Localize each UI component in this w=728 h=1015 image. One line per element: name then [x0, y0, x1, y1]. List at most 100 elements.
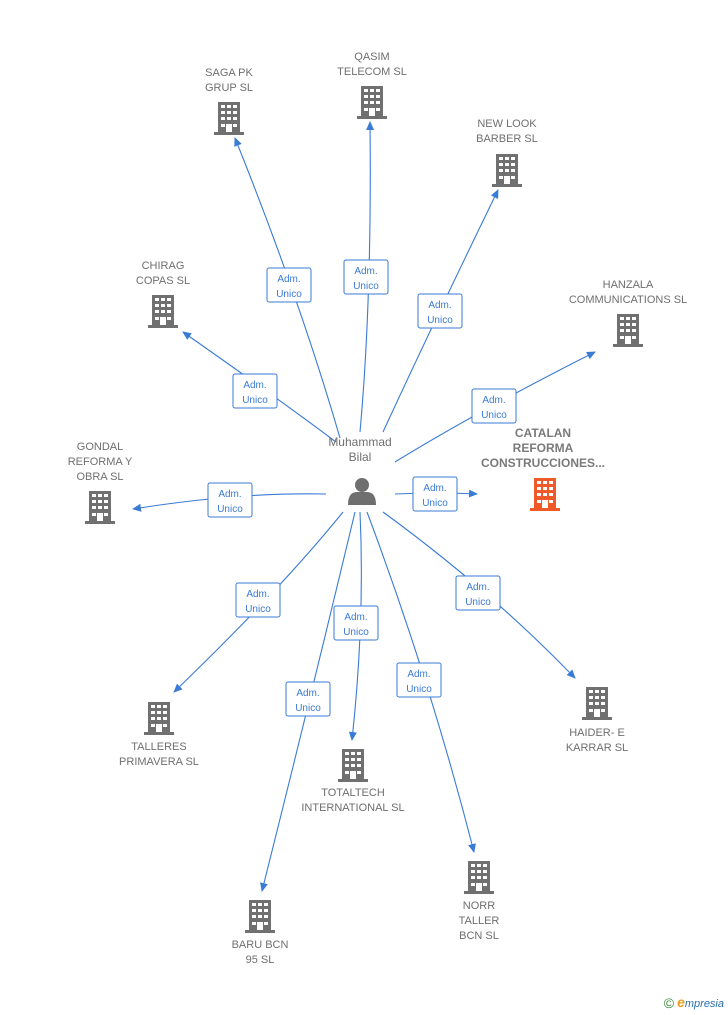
edge-role-label-box [333, 605, 379, 641]
edge-role-label-text: Adm. [407, 669, 430, 680]
building-icon-shape [464, 861, 494, 894]
company-name-line: PRIMAVERA SL [119, 756, 199, 768]
edge-role-label-box [235, 582, 281, 618]
edge-role-label-box [396, 662, 442, 698]
edge-role-label-text: Unico [427, 315, 453, 326]
building-icon[interactable] [492, 154, 522, 187]
edge-role-label-box [412, 476, 458, 512]
edge-role-label[interactable]: Adm. Unico [232, 373, 278, 409]
edge-role-label-text: Unico [422, 498, 448, 509]
company-name: GONDAL REFORMA Y OBRA SL [68, 441, 133, 483]
edge-role-label-text: Adm. [277, 274, 300, 285]
edge-role-label[interactable]: Adm.Unico [343, 259, 389, 295]
edge-role-label-text: Unico [217, 504, 243, 515]
edge-role-label-text: Unico [406, 684, 432, 695]
edge-role-label-text: Unico [295, 703, 321, 714]
company-name-line: TOTALTECH [321, 787, 385, 799]
edge-role-label-box [455, 575, 501, 611]
edge-role-label[interactable]: Adm.Unico [333, 605, 379, 641]
company-node-new-look-barber[interactable]: NEW LOOK BARBER SL [476, 118, 538, 145]
edge-role-label-box [343, 259, 389, 295]
edge-role-label-text: Unico [465, 597, 491, 608]
edge-role-label[interactable]: Adm. Unico [207, 482, 253, 518]
brand-name: mpresia [684, 998, 724, 1010]
edge-role-label-text: Adm. [246, 589, 269, 600]
building-icon-shape [582, 687, 612, 720]
company-name-line: NEW LOOK [477, 118, 537, 130]
company-name-line: BARBER SL [476, 133, 538, 145]
building-icon-highlight[interactable] [530, 478, 560, 511]
company-name-line: GONDAL [77, 441, 123, 453]
brand-initial: e [677, 994, 685, 1010]
edge-role-label[interactable]: Adm. Unico [455, 575, 501, 611]
building-icon[interactable] [214, 102, 244, 135]
empresia-watermark[interactable]: © empresia [664, 994, 724, 1011]
company-name-line: TELECOM SL [337, 66, 407, 78]
building-icon[interactable] [613, 314, 643, 347]
company-name-line: REFORMA Y [68, 456, 133, 468]
building-icon-shape [492, 154, 522, 187]
edge-role-label-text: Unico [343, 627, 369, 638]
building-icon-shape [85, 491, 115, 524]
building-icon[interactable] [85, 491, 115, 524]
edge-labels-layer: Adm.UnicoAdm.UnicoAdm.UnicoAdm.UnicoAdm.… [207, 259, 517, 717]
building-icon-shape [245, 900, 275, 933]
company-name-line: OBRA SL [76, 471, 123, 483]
edge-role-label[interactable]: Adm.Unico [417, 293, 463, 329]
building-icon[interactable] [357, 86, 387, 119]
building-icon[interactable] [582, 687, 612, 720]
edge-role-label-text: Adm. [243, 380, 266, 391]
company-node-gondal-reforma-y-obra[interactable]: GONDAL REFORMA Y OBRA SL [68, 441, 133, 483]
building-icon-shape [357, 86, 387, 119]
edge-role-label-text: Adm. [218, 489, 241, 500]
edge-role-label[interactable]: Adm.Unico [266, 267, 312, 303]
building-icon-shape [214, 102, 244, 135]
company-name-line: SAGA PK [205, 67, 253, 79]
edge-role-label-box [207, 482, 253, 518]
person-name-line: Muhammad [328, 435, 391, 449]
edge-role-label[interactable]: Adm.Unico [412, 476, 458, 512]
edge-role-label-text: Unico [242, 395, 268, 406]
building-icon-shape [148, 295, 178, 328]
building-icon[interactable] [144, 702, 174, 735]
building-icon-shape [144, 702, 174, 735]
building-icon[interactable] [338, 749, 368, 782]
building-icon-shape [338, 749, 368, 782]
edge-role-label[interactable]: Adm. Unico [396, 662, 442, 698]
building-icon[interactable] [464, 861, 494, 894]
edge-role-label[interactable]: Adm.Unico [471, 388, 517, 424]
edge-role-label-text: Adm. [296, 688, 319, 699]
edge-role-label-text: Adm. [482, 395, 505, 406]
person-node[interactable] [348, 478, 376, 505]
company-name-line: HAIDER- E [569, 727, 625, 739]
edge-role-label-box [471, 388, 517, 424]
building-icon[interactable] [148, 295, 178, 328]
edge-role-label-text: Adm. [466, 582, 489, 593]
edge-role-label-box [417, 293, 463, 329]
edge-role-label[interactable]: Adm. Unico [285, 681, 331, 717]
edge-role-label[interactable]: Adm.Unico [235, 582, 281, 618]
building-icon[interactable] [245, 900, 275, 933]
